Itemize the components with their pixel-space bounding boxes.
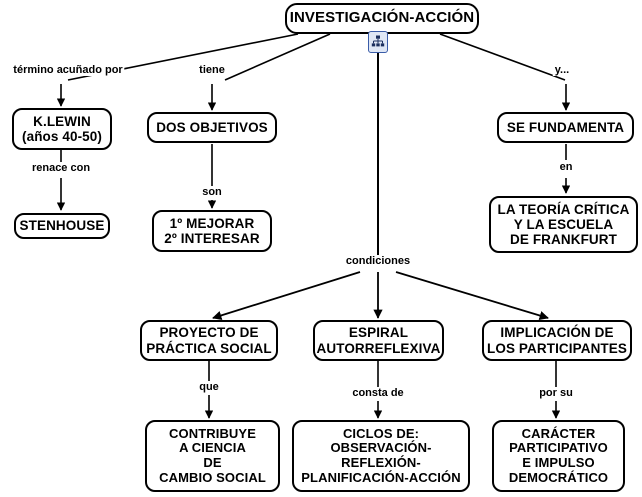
node-investigacion-accion[interactable]: INVESTIGACIÓN-ACCIÓN	[285, 3, 479, 34]
edge-root-to-dos-objetivos	[224, 33, 331, 81]
node-caracter-participativo[interactable]: CARÁCTER PARTICIPATIVO E IMPULSO DEMOCRÁ…	[492, 420, 625, 492]
node-ciclos[interactable]: CICLOS DE: OBSERVACIÓN- REFLEXIÓN- PLANI…	[292, 420, 470, 492]
link-label-en: en	[557, 161, 575, 173]
link-label-renace-con: renace con	[29, 162, 93, 174]
edge-condiciones-to-implicacion	[395, 271, 549, 321]
node-dos-objetivos[interactable]: DOS OBJETIVOS	[147, 112, 277, 143]
link-label-termino-acunado-por: término acuñado por	[11, 64, 125, 76]
link-label-consta-de: consta de	[350, 387, 406, 399]
edge-root-to-se-fundamenta	[439, 33, 566, 81]
link-label-tiene: tiene	[197, 64, 227, 76]
edge-condiciones-to-proyecto	[212, 271, 361, 320]
node-contribuye-cambio-social[interactable]: CONTRIBUYE A CIENCIA DE CAMBIO SOCIAL	[145, 420, 280, 492]
node-teoria-critica[interactable]: LA TEORÍA CRÍTICA Y LA ESCUELA DE FRANKF…	[489, 196, 638, 253]
node-proyecto-practica-social[interactable]: PROYECTO DE PRÁCTICA SOCIAL	[140, 320, 278, 361]
link-label-y: y...	[552, 64, 572, 76]
node-se-fundamenta[interactable]: SE FUNDAMENTA	[497, 112, 634, 143]
hierarchy-tree-icon[interactable]	[368, 31, 388, 53]
link-label-son: son	[200, 186, 224, 198]
node-stenhouse[interactable]: STENHOUSE	[14, 213, 110, 239]
link-label-condiciones: condiciones	[343, 255, 413, 267]
link-label-que: que	[197, 381, 221, 393]
node-k-lewin[interactable]: K.LEWIN (años 40-50)	[12, 108, 112, 150]
node-implicacion-participantes[interactable]: IMPLICACIÓN DE LOS PARTICIPANTES	[482, 320, 632, 361]
node-objetivos-detalle[interactable]: 1º MEJORAR 2º INTERESAR	[152, 210, 272, 252]
node-espiral-autorreflexiva[interactable]: ESPIRAL AUTORREFLEXIVA	[313, 320, 444, 361]
link-label-por-su: por su	[537, 387, 575, 399]
